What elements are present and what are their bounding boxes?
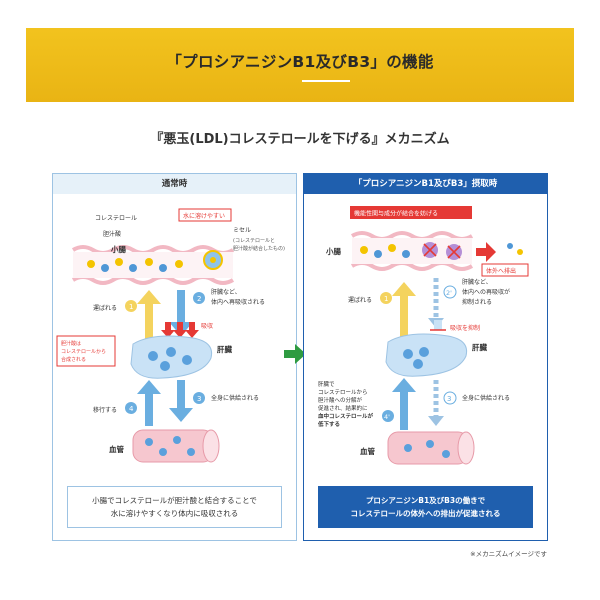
step-4-number: 4' xyxy=(384,413,390,421)
arrow-step-4 xyxy=(137,380,161,426)
step-3-label: 全身に供給される xyxy=(211,394,259,402)
intestine-label: 小腸 xyxy=(111,244,126,254)
arrow-step-4 xyxy=(392,378,416,430)
micelle-note-2: 胆汁酸が結合したもの) xyxy=(233,245,285,252)
step-4-label-b: コレステロールから xyxy=(318,389,368,396)
step-4-label-d: 促進され、結果的に xyxy=(318,404,368,412)
micelle-note-1: (コレステロールと xyxy=(233,238,275,244)
excretion-box xyxy=(481,263,529,277)
blood-vessel xyxy=(387,431,475,465)
intake-state-header: 「プロシアニジンB1及びB3」摂取時 xyxy=(304,174,547,194)
normal-caption-line-2: 水に溶けやすくなり体内に吸収される xyxy=(110,509,239,518)
step-1-number: 1 xyxy=(129,303,133,311)
step-1-label: 運ばれる xyxy=(348,296,372,304)
transition-arrow xyxy=(284,344,306,364)
footnote: ※メカニズムイメージです xyxy=(470,550,547,558)
intake-caption: プロシアニジンB1及びB3の働きで コレステロールの体外への排出が促進される xyxy=(318,486,533,528)
step-1-badge xyxy=(125,300,137,312)
arrow-step-3 xyxy=(169,380,193,422)
synthesis-line-1: 胆汁酸は xyxy=(61,340,81,347)
synthesis-line-3: 合成される xyxy=(61,356,86,363)
liver-label: 肝臓 xyxy=(217,344,232,354)
step-2-label-b: 体内への再吸収が xyxy=(462,288,510,296)
step-3-number: 3 xyxy=(197,395,201,403)
excretion-label: 体外へ排出 xyxy=(486,267,516,275)
step-2-badge xyxy=(193,292,205,304)
water-soluble-label: 水に溶けやすい xyxy=(183,212,225,220)
step-1-label: 運ばれる xyxy=(93,304,117,312)
synthesis-box xyxy=(56,335,116,367)
step-3-number: 3 xyxy=(447,395,451,403)
step-2-label-c: 抑制される xyxy=(462,298,492,306)
step-2-number: 2' xyxy=(446,289,452,297)
inhibit-label: 機能性関与成分が結合を妨げる xyxy=(354,210,438,218)
arrow-step-1 xyxy=(137,290,161,344)
step-3-badge xyxy=(193,392,205,404)
suppress-label: 吸収を抑制 xyxy=(450,324,480,332)
step-4-label-e: 血中コレステロールが xyxy=(318,412,374,420)
excretion-arrow xyxy=(476,242,496,262)
intestine-label: 小腸 xyxy=(326,246,341,256)
step-1-badge xyxy=(380,292,392,304)
banner-underline xyxy=(302,80,350,82)
normal-state-header: 通常時 xyxy=(53,174,296,194)
step-4-badge xyxy=(382,410,394,422)
arrow-step-1 xyxy=(392,282,416,344)
intake-caption-line-2: コレステロールの体外への排出が促進される xyxy=(350,509,501,518)
step-2-label-a: 肝臓など、 xyxy=(462,278,492,286)
blood-vessel xyxy=(132,429,220,463)
molecule-cluster xyxy=(360,242,462,260)
step-4-label-a: 肝臓で xyxy=(318,380,335,388)
step-4-label-f: 低下する xyxy=(317,420,340,428)
blood-vessel-label: 血管 xyxy=(109,444,124,454)
absorption-label: 吸収 xyxy=(201,323,213,330)
normal-caption: 小腸でコレステロールが胆汁酸と結合することで 水に溶けやすくなり体内に吸収される xyxy=(67,486,282,528)
arrow-step-2 xyxy=(169,290,193,336)
micelle-label: ミセル xyxy=(233,227,251,234)
normal-state-diagram: コレステロール 胆汁酸 水に溶けやすい ミセル (コレステロールと 胆汁酸が結合… xyxy=(56,208,285,463)
step-2-badge xyxy=(443,285,457,299)
intake-state-panel: 「プロシアニジンB1及びB3」摂取時 機能性関与成分が結合を妨げる 小腸 体外へ… xyxy=(303,173,548,541)
water-soluble-box xyxy=(178,208,232,222)
normal-caption-line-1: 小腸でコレステロールが胆汁酸と結合することで xyxy=(92,496,257,505)
step-1-number: 1 xyxy=(384,295,388,303)
step-4-label: 移行する xyxy=(93,406,117,414)
title-banner: 「プロシアニジンB1及びB3」の機能 xyxy=(26,28,574,102)
bile-acid-label: 胆汁酸 xyxy=(103,230,121,238)
step-2-number: 2 xyxy=(197,295,201,303)
liver xyxy=(130,335,213,379)
inhibit-banner xyxy=(350,206,472,219)
intake-caption-line-1: プロシアニジンB1及びB3の働きで xyxy=(365,496,486,505)
mechanism-title: 『悪玉(LDL)コレステロールを下げる』メカニズム xyxy=(150,132,450,147)
absorption-arrows xyxy=(161,322,199,338)
step-3-label: 全身に供給される xyxy=(462,394,510,402)
step-4-badge xyxy=(125,402,137,414)
step-3-badge xyxy=(443,391,457,405)
cholesterol-label: コレステロール xyxy=(95,215,137,222)
step-2-label-a: 肝臓など、 xyxy=(211,288,241,296)
intake-state-diagram: 機能性関与成分が結合を妨げる 小腸 体外へ排出 1 運ばれる 2' 肝臓など、 … xyxy=(317,206,529,465)
synthesis-line-2: コレステロールから xyxy=(61,348,106,355)
blood-vessel-label: 血管 xyxy=(360,446,375,456)
banner-title: 「プロシアニジンB1及びB3」の機能 xyxy=(166,53,434,71)
step-2-label-b: 体内へ再吸収される xyxy=(211,298,265,306)
liver-label: 肝臓 xyxy=(472,342,487,352)
normal-state-panel: 通常時 コレステロール 胆汁酸 水に溶けやすい ミセル (コレステロールと 胆汁… xyxy=(52,173,297,541)
step-4-label-c: 胆汁酸への分解が xyxy=(318,396,363,404)
molecule-cluster xyxy=(87,250,223,272)
step-4-number: 4 xyxy=(129,405,134,413)
